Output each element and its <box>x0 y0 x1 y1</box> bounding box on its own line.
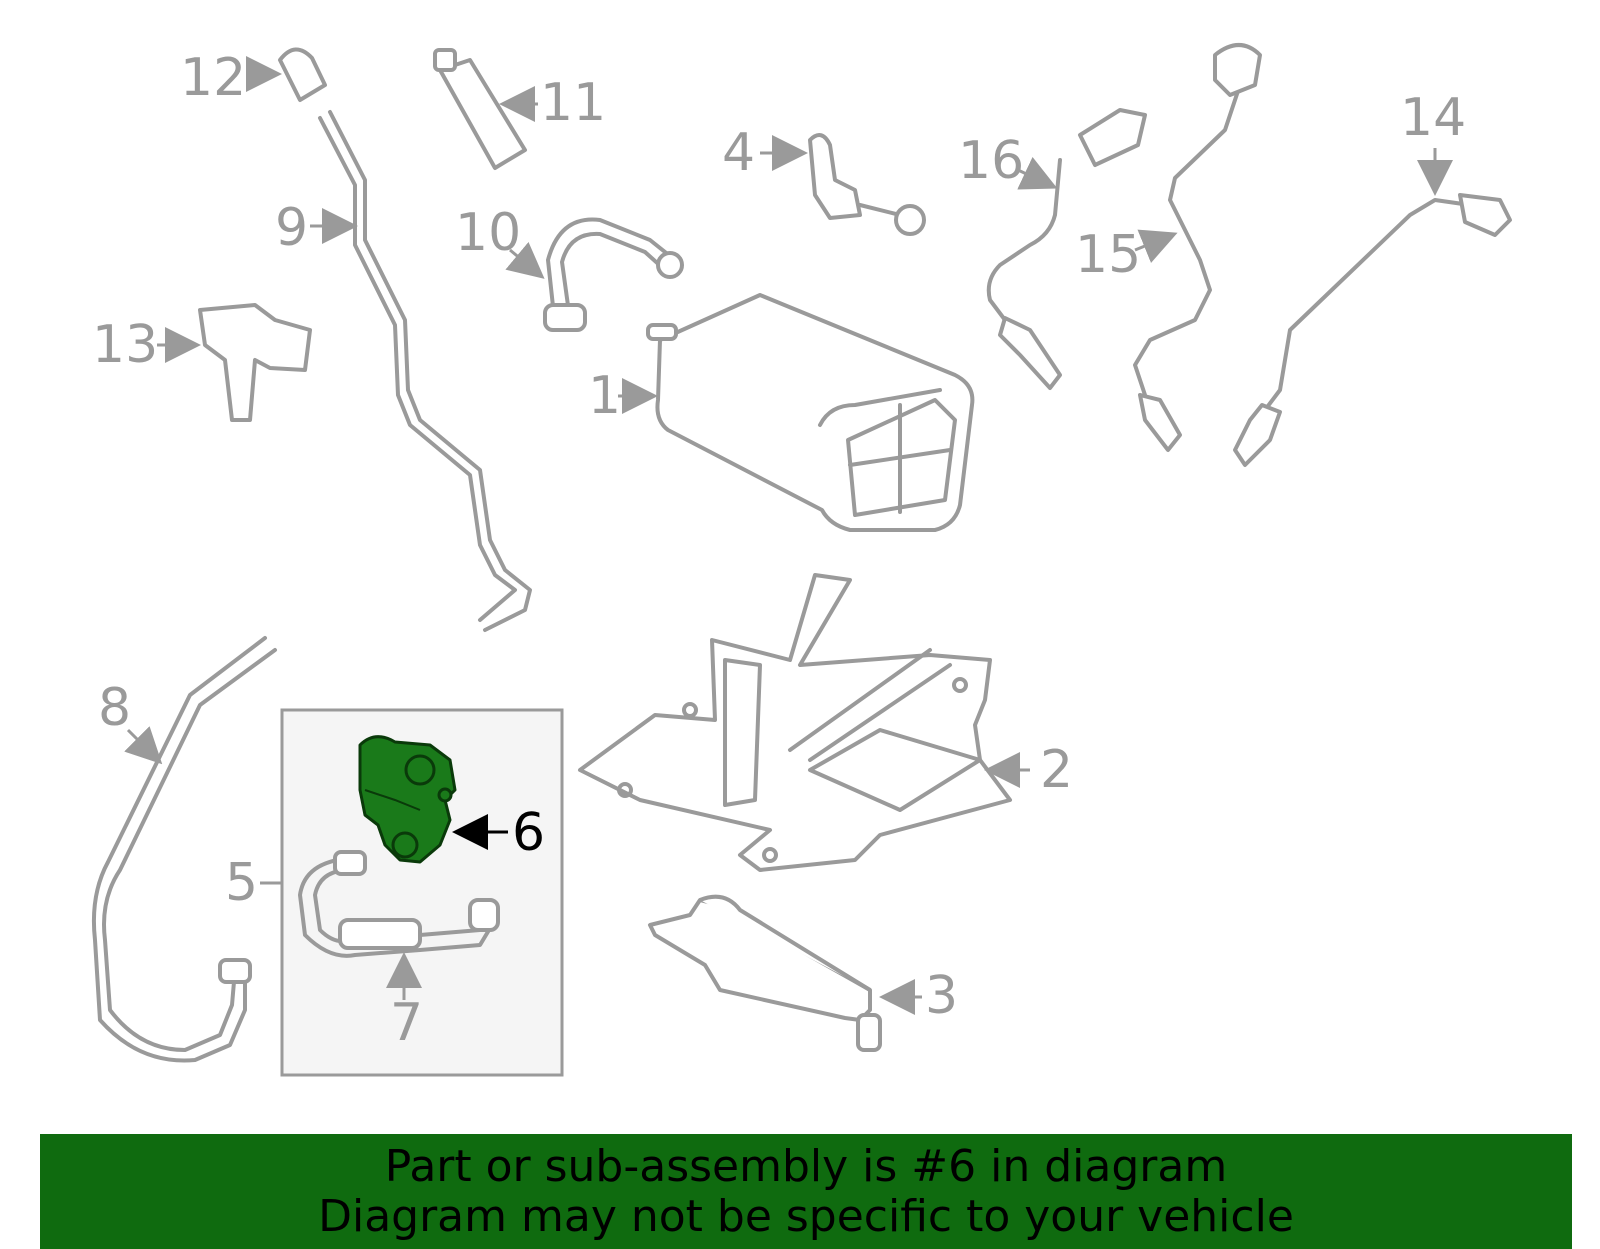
part-8-hose[interactable] <box>91 636 277 1063</box>
callout-16: 16 <box>958 131 1024 191</box>
part-13-sensor[interactable] <box>198 303 312 422</box>
callout-8: 8 <box>98 678 131 738</box>
callout-9: 9 <box>275 198 308 258</box>
callout-15: 15 <box>1075 225 1141 285</box>
leader-8 <box>124 726 163 765</box>
part-10-hose[interactable] <box>543 217 684 332</box>
part-16-oxygen-sensor[interactable] <box>986 108 1147 390</box>
banner-line-2: Diagram may not be specific to your vehi… <box>318 1191 1294 1242</box>
callout-10: 10 <box>455 203 521 263</box>
part-12-cap[interactable] <box>278 47 327 102</box>
callout-2: 2 <box>1040 740 1073 800</box>
callout-7: 7 <box>390 993 423 1053</box>
part-3-filter[interactable] <box>648 894 882 1052</box>
part-14-oxygen-sensor[interactable] <box>1233 193 1512 467</box>
callout-12: 12 <box>180 48 246 108</box>
part-6-purge-valve-highlighted[interactable] <box>358 735 457 864</box>
callout-13: 13 <box>92 315 158 375</box>
part-2-mounting-bracket[interactable] <box>578 573 1012 872</box>
part-1-canister[interactable] <box>646 293 975 532</box>
part-9-hose[interactable] <box>318 110 532 632</box>
callout-6: 6 <box>512 803 545 863</box>
part-7-hose[interactable] <box>298 850 500 958</box>
callout-5: 5 <box>225 853 258 913</box>
banner-line-1: Part or sub-assembly is #6 in diagram <box>384 1141 1228 1192</box>
part-15-oxygen-sensor[interactable] <box>1133 43 1262 452</box>
part-4-bracket[interactable] <box>808 133 926 236</box>
leader-16 <box>1017 156 1058 190</box>
part-11-connector[interactable] <box>433 48 527 170</box>
info-banner: Part or sub-assembly is #6 in diagram Di… <box>40 1134 1572 1249</box>
callout-1: 1 <box>588 366 621 426</box>
callout-3: 3 <box>925 966 958 1026</box>
leader-10 <box>505 241 545 279</box>
callout-14: 14 <box>1400 88 1466 148</box>
callout-11: 11 <box>540 73 606 133</box>
leader-15 <box>1134 229 1178 263</box>
callout-4: 4 <box>722 123 755 183</box>
